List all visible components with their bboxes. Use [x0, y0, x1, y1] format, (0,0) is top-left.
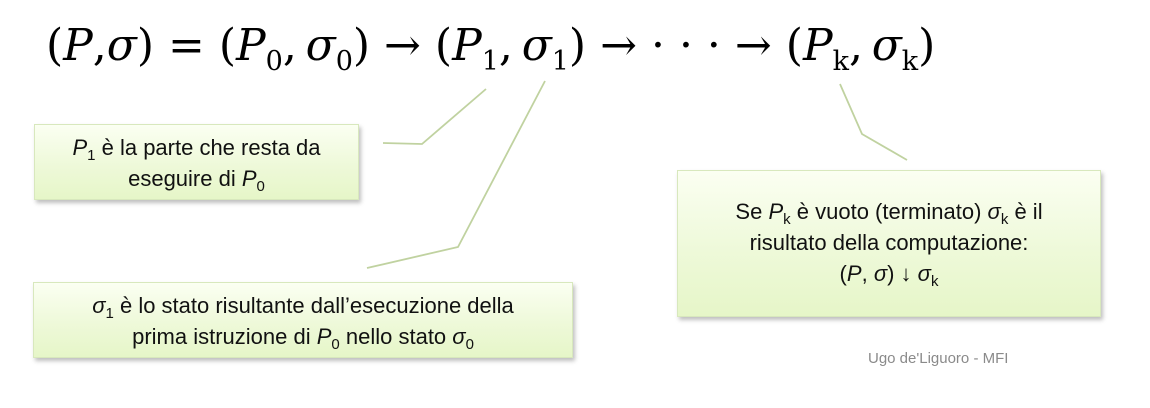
- paren: ): [352, 20, 371, 71]
- callout-sigma1: σ1 è lo stato risultante dall’esecuzione…: [33, 282, 573, 358]
- subscript: k: [832, 46, 849, 77]
- down-arrow-icon: ↓: [900, 261, 912, 286]
- arrow-right-icon: →: [384, 20, 421, 71]
- paren: (: [218, 20, 237, 71]
- paren: (: [434, 20, 453, 71]
- paren: (: [839, 261, 847, 286]
- program-symbol: P: [802, 20, 833, 71]
- footer-credit: Ugo de'Liguoro - MFI: [868, 350, 1009, 367]
- comma: ,: [282, 20, 297, 71]
- subscript: 0: [465, 336, 474, 353]
- arrow-right-icon: →: [600, 20, 637, 71]
- subscript: 1: [105, 305, 114, 322]
- subscript: 1: [481, 46, 499, 77]
- program-symbol: P: [846, 261, 862, 286]
- connector-p1: [382, 88, 487, 145]
- program-symbol: P: [241, 166, 257, 191]
- paren: (: [46, 20, 64, 71]
- subscript: 0: [265, 46, 283, 77]
- state-symbol: σ: [305, 20, 336, 71]
- paren: (: [785, 20, 803, 71]
- program-symbol: P: [63, 20, 93, 71]
- program-symbol: P: [236, 20, 266, 71]
- callout-text: prima istruzione di: [132, 324, 311, 349]
- callout-text: Se: [735, 199, 763, 224]
- subscript: k: [930, 273, 939, 290]
- program-symbol: P: [316, 324, 332, 349]
- paren: ): [568, 20, 587, 71]
- callout-text: risultato della computazione:: [749, 230, 1029, 255]
- callout-text: è il: [1014, 199, 1043, 224]
- subscript: k: [783, 211, 791, 228]
- callout-text: è vuoto (terminato): [796, 199, 982, 224]
- paren: ): [918, 20, 936, 71]
- subscript: 0: [256, 178, 265, 195]
- connector-pk: [839, 83, 908, 161]
- subscript: k: [1000, 211, 1009, 228]
- callout-pk: Se Pk è vuoto (terminato) σk è il risult…: [677, 170, 1101, 317]
- comma: ,: [848, 20, 863, 71]
- program-symbol: P: [452, 20, 482, 71]
- state-symbol: σ: [873, 261, 888, 286]
- subscript: k: [901, 46, 919, 77]
- state-symbol: σ: [917, 261, 931, 286]
- comma: ,: [92, 20, 107, 71]
- comma: ,: [498, 20, 513, 71]
- main-formula: (P,σ) = (P0, σ0) → (P1, σ1) → · · · → (P…: [46, 18, 936, 77]
- equals-sign: =: [168, 20, 205, 71]
- callout-text: è la parte che resta da: [101, 135, 321, 160]
- state-symbol: σ: [521, 20, 552, 71]
- paren: ): [887, 261, 895, 286]
- arrow-right-icon: →: [734, 20, 772, 71]
- state-symbol: σ: [92, 293, 106, 318]
- program-symbol: P: [768, 199, 784, 224]
- subscript: 0: [331, 336, 340, 353]
- ellipsis: · · ·: [650, 20, 721, 71]
- connector-sigma1: [366, 80, 546, 269]
- callout-text: eseguire di: [128, 166, 236, 191]
- program-symbol: P: [72, 135, 88, 160]
- callout-text: nello stato: [345, 324, 447, 349]
- state-symbol: σ: [106, 20, 137, 71]
- state-symbol: σ: [987, 199, 1001, 224]
- subscript: 0: [335, 46, 353, 77]
- state-symbol: σ: [871, 20, 902, 71]
- callout-text: è lo stato risultante dall’esecuzione de…: [119, 293, 514, 318]
- callout-p1: P1 è la parte che resta da eseguire di P…: [34, 124, 359, 200]
- comma: ,: [861, 261, 868, 286]
- subscript: 1: [87, 147, 96, 164]
- paren: ): [136, 20, 154, 71]
- subscript: 1: [551, 46, 569, 77]
- state-symbol: σ: [452, 324, 466, 349]
